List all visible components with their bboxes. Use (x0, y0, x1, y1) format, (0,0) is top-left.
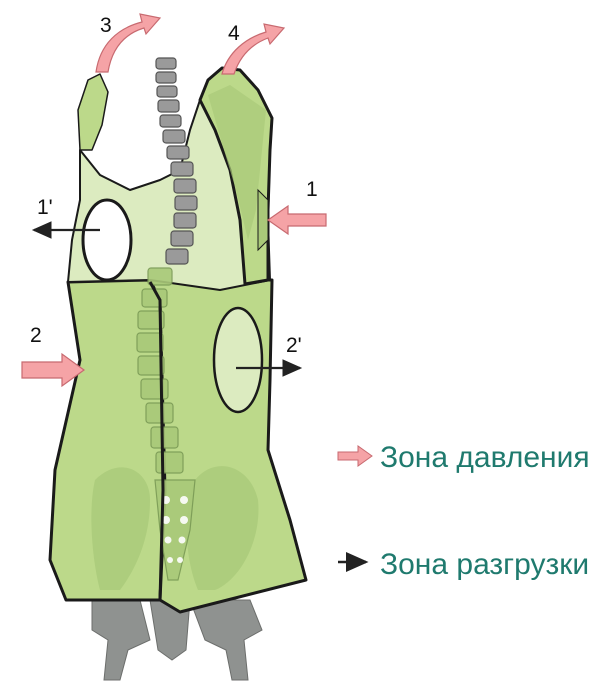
legend: Зона давления Зона разгрузки (338, 441, 590, 581)
pelvis-bones (92, 600, 262, 680)
legend-relief-label: Зона разгрузки (380, 548, 589, 581)
legend-pressure-label: Зона давления (380, 441, 590, 474)
pressure-arrow-icon (338, 446, 372, 466)
marker-2-prime: 2' (286, 334, 302, 357)
marker-1: 1 (306, 178, 318, 201)
pressure-arrow-1 (268, 206, 326, 234)
marker-2: 2 (30, 324, 42, 347)
marker-4: 4 (228, 22, 240, 45)
marker-3: 3 (100, 14, 112, 37)
marker-1-prime: 1' (37, 196, 53, 219)
